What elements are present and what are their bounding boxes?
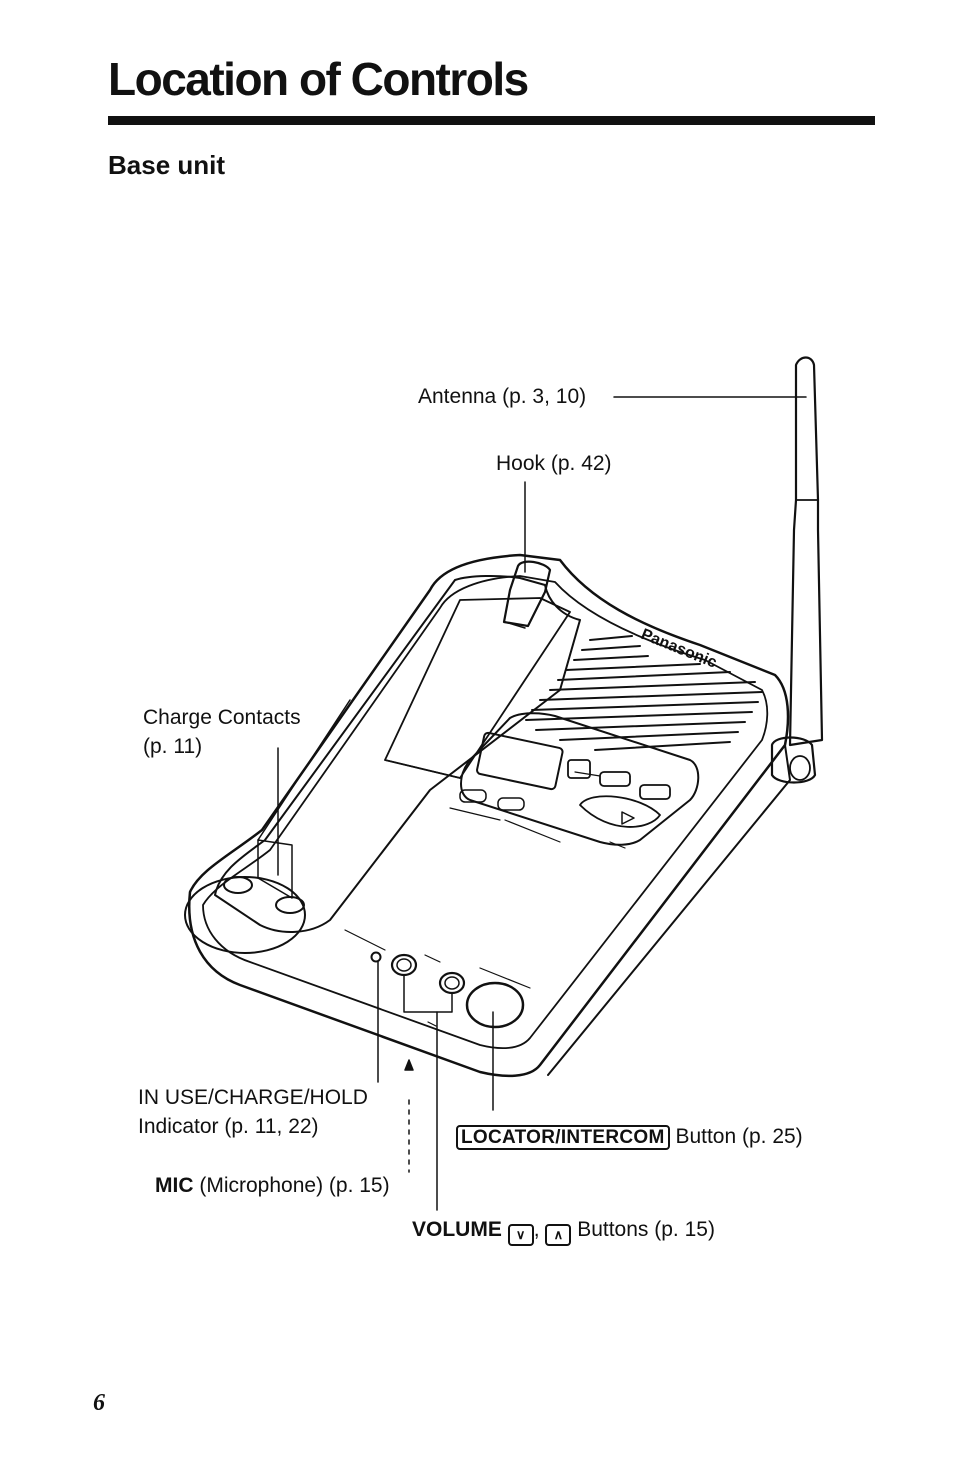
locator-intercom-label: LOCATOR/INTERCOM Button (p. 25) bbox=[456, 1122, 803, 1153]
volume-bold-text: VOLUME bbox=[412, 1218, 502, 1241]
indicator-page: Indicator (p. 11, 22) bbox=[138, 1115, 319, 1138]
title-rule bbox=[108, 116, 875, 125]
volume-label: VOLUME ∨, ∧ Buttons (p. 15) bbox=[412, 1215, 715, 1246]
mic-label: MIC (Microphone) (p. 15) bbox=[155, 1171, 390, 1201]
speaker-grille bbox=[525, 635, 763, 751]
locator-intercom-button bbox=[465, 981, 525, 1029]
volume-up-button bbox=[438, 971, 466, 995]
locator-intercom-keycap: LOCATOR/INTERCOM bbox=[456, 1125, 670, 1150]
page-number: 6 bbox=[93, 1390, 105, 1416]
base-side-face bbox=[547, 744, 791, 1076]
antenna-label: Antenna (p. 3, 10) bbox=[418, 385, 587, 408]
indicator-label: IN USE/CHARGE/HOLD bbox=[138, 1086, 368, 1109]
chevron-down-icon: ∨ bbox=[507, 1224, 534, 1246]
antenna bbox=[788, 356, 824, 747]
control-panel bbox=[460, 712, 700, 846]
hook-label: Hook (p. 42) bbox=[496, 452, 612, 475]
mic-rest-text: (Microphone) (p. 15) bbox=[199, 1174, 390, 1197]
page-title: Location of Controls bbox=[108, 53, 529, 105]
chevron-up-icon: ∧ bbox=[545, 1224, 572, 1246]
mic-bold-text: MIC bbox=[155, 1174, 194, 1197]
base-top-edge bbox=[202, 575, 769, 1050]
base-body-outline bbox=[188, 553, 790, 1078]
volume-rest-text: Buttons (p. 15) bbox=[577, 1218, 715, 1241]
hook-shape bbox=[502, 560, 552, 628]
handset-cradle bbox=[214, 574, 581, 933]
locator-rest-text: Button (p. 25) bbox=[675, 1125, 803, 1148]
charge-contacts-page: (p. 11) bbox=[143, 735, 203, 758]
section-subtitle: Base unit bbox=[108, 150, 226, 180]
cradle-well bbox=[384, 597, 571, 779]
leader-lines bbox=[257, 396, 807, 1211]
charge-contacts-label: Charge Contacts bbox=[143, 706, 301, 729]
indicator-led bbox=[370, 951, 382, 963]
volume-down-button bbox=[390, 953, 418, 977]
